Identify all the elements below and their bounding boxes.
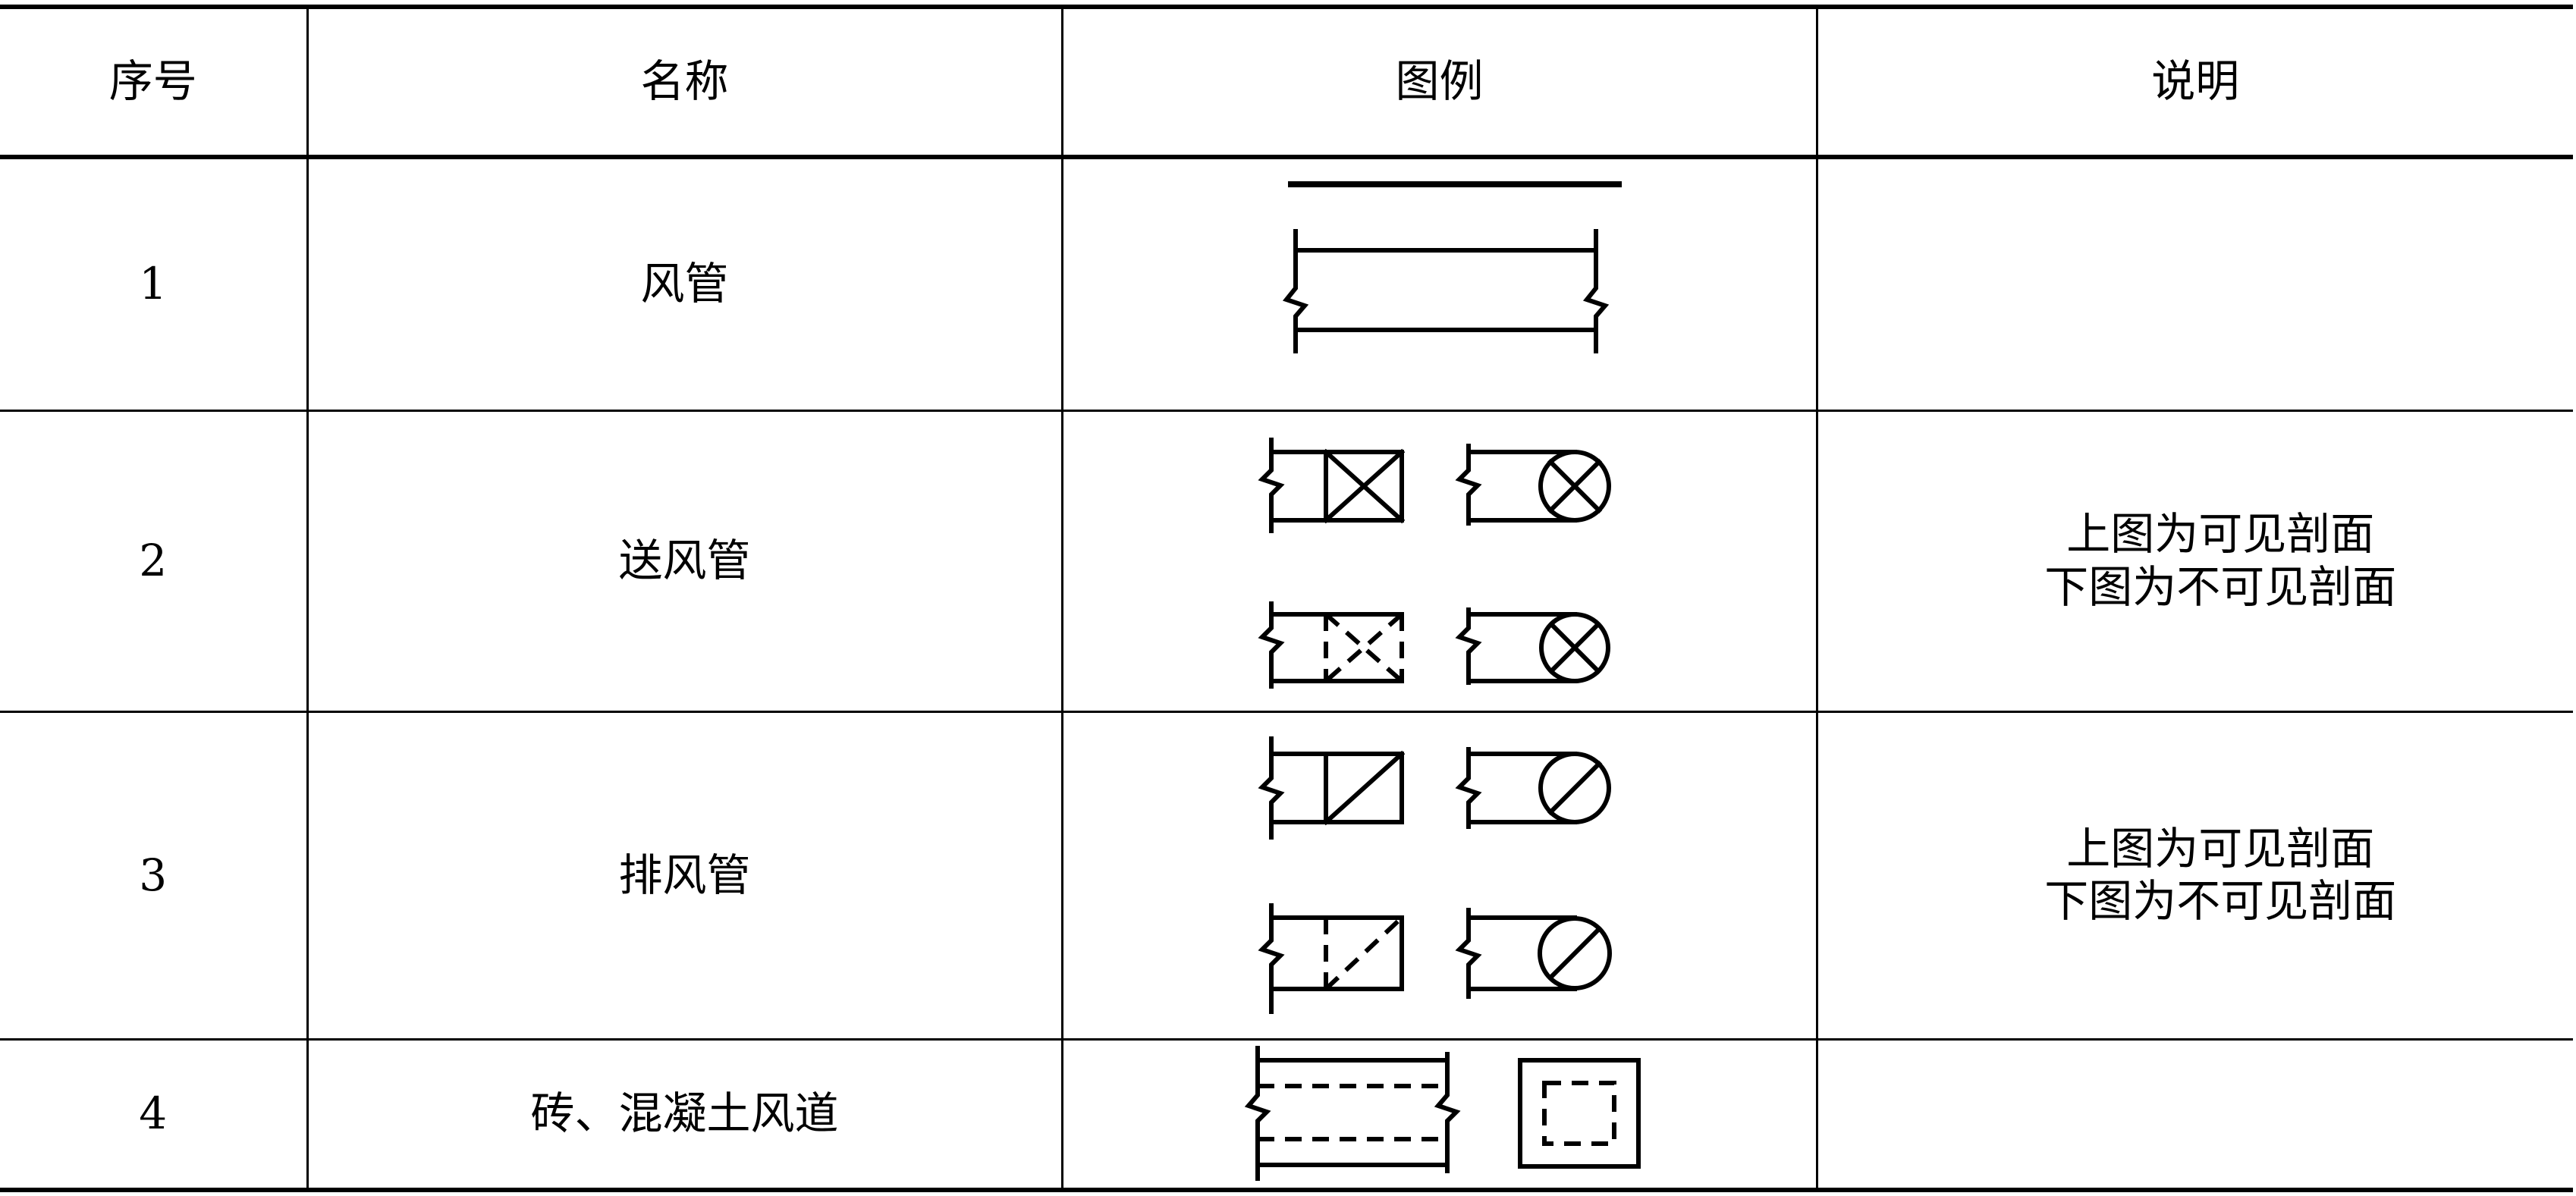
row-name: 砖、混凝土风道 [306,1038,1063,1193]
header-name: 名称 [306,4,1063,160]
note-line-visible: 上图为可见剖面 [2066,508,2375,560]
table-header-row: 序号 名称 图例 说明 [0,4,2573,160]
row-index: 1 [0,155,309,413]
supply-duct-symbol-icon [1257,437,1611,689]
row-legend [1060,155,1818,413]
masonry-duct-symbol-icon [1244,1046,1641,1182]
exhaust-duct-symbol-icon [1257,736,1612,1015]
table-row: 4 砖、混凝土风道 [0,1038,2573,1193]
row-legend [1060,410,1818,713]
row-name: 排风管 [306,710,1063,1041]
note-line-visible: 上图为可见剖面 [2066,822,2375,874]
note-line-invisible: 下图为不可见剖面 [2044,875,2397,928]
row-note [1815,155,2573,413]
row-legend [1060,710,1818,1041]
duct-symbol-icon [1282,181,1622,354]
row-note: 上图为可见剖面 下图为不可见剖面 [1815,410,2573,713]
row-name: 风管 [306,155,1063,413]
row-note [1815,1038,2573,1193]
table-row: 1 风管 [0,155,2573,413]
legend-table: 序号 名称 图例 说明 1 风管 2 送风管 [0,4,2573,1193]
table-row: 3 排风管 [0,710,2573,1041]
row-legend [1060,1038,1818,1193]
header-legend: 图例 [1060,4,1818,160]
row-note: 上图为可见剖面 下图为不可见剖面 [1815,710,2573,1041]
row-index: 4 [0,1038,309,1193]
note-line-invisible: 下图为不可见剖面 [2044,560,2397,613]
row-index: 3 [0,710,309,1041]
row-index: 2 [0,410,309,713]
table-row: 2 送风管 [0,410,2573,713]
row-name: 送风管 [306,410,1063,713]
header-index: 序号 [0,4,309,160]
header-note: 说明 [1815,4,2573,160]
